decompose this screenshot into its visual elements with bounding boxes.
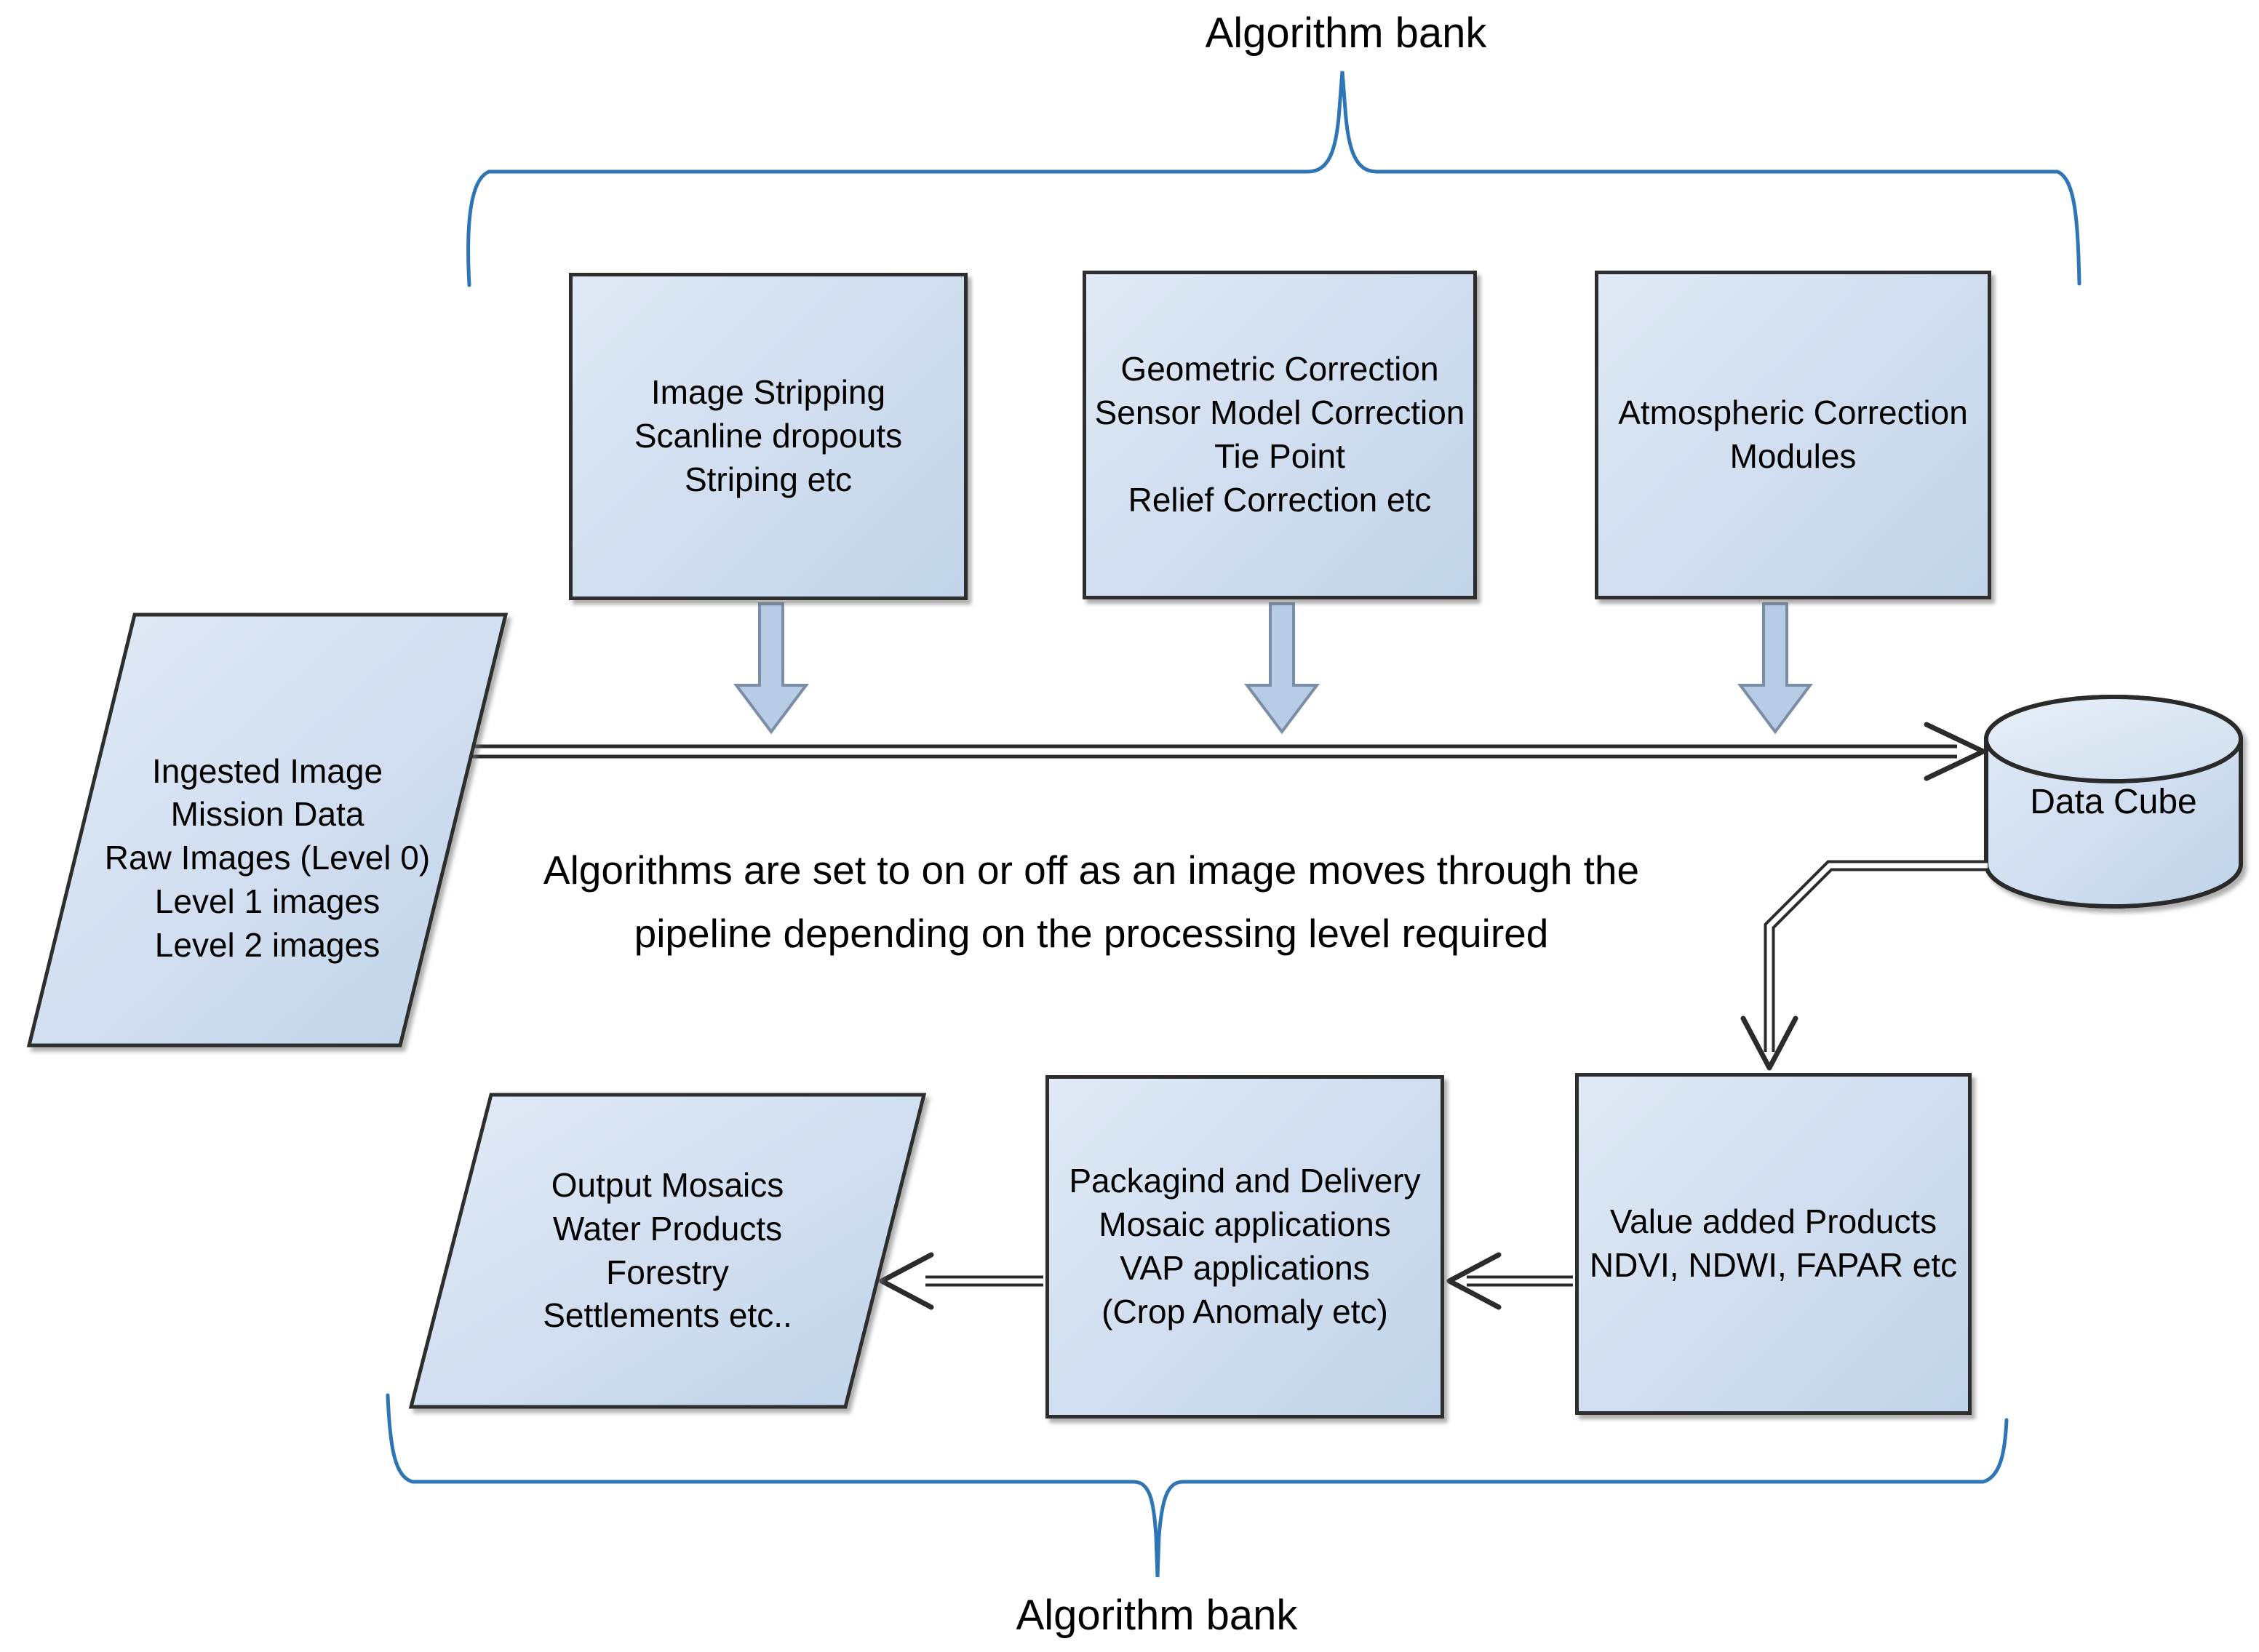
pipeline-connector — [469, 722, 1986, 781]
atmospheric-correction-box-text: Atmospheric Correction Modules — [1618, 394, 1968, 475]
packaging-to-output-connector — [879, 1252, 1043, 1310]
pipeline-note-text: Algorithms are set to on or off as an im… — [543, 847, 1640, 956]
bottom-algorithm-bank-label: Algorithm bank — [1016, 1591, 1298, 1639]
value-added-products-box-text: Value added Products NDVI, NDWI, FAPAR e… — [1589, 1202, 1958, 1284]
pipeline-arrowhead-icon — [1924, 722, 1986, 781]
input-parallelogram-shape — [26, 612, 509, 1048]
down-arrowhead-icon — [1740, 1015, 1798, 1071]
bottom-brace — [386, 1393, 2009, 1578]
value-to-packaging-connector — [1446, 1252, 1573, 1310]
atmospheric-correction-box: Atmospheric Correction Modules — [1595, 271, 1991, 599]
data-cube-label: Data Cube — [2030, 782, 2197, 821]
left-arrowhead-icon — [1446, 1252, 1502, 1310]
geometric-correction-box-text: Geometric Correction Sensor Model Correc… — [1094, 350, 1465, 519]
down-block-arrow-icon — [1244, 602, 1320, 735]
cube-to-value-connector — [1740, 860, 1988, 1071]
down-block-arrow-icon — [733, 602, 809, 735]
algorithm-drop-arrows — [733, 602, 1813, 735]
image-stripping-box: Image Stripping Scanline dropouts Stripi… — [569, 273, 968, 600]
left-arrowhead-icon — [879, 1252, 934, 1310]
input-parallelogram-text: Ingested Image Mission Data Raw Images (… — [104, 751, 431, 964]
down-block-arrow-icon — [1737, 602, 1813, 735]
image-stripping-box-text: Image Stripping Scanline dropouts Stripi… — [634, 373, 903, 498]
geometric-correction-box: Geometric Correction Sensor Model Correc… — [1083, 271, 1477, 599]
top-algorithm-bank-label: Algorithm bank — [1205, 9, 1487, 57]
packaging-delivery-box-text: Packagind and Delivery Mosaic applicatio… — [1069, 1162, 1421, 1330]
value-added-products-box: Value added Products NDVI, NDWI, FAPAR e… — [1575, 1073, 1972, 1415]
output-parallelogram-text: Output Mosaics Water Products Forestry S… — [543, 1165, 792, 1335]
data-cube-shape — [1984, 695, 2243, 909]
packaging-delivery-box: Packagind and Delivery Mosaic applicatio… — [1045, 1075, 1444, 1418]
output-parallelogram-shape — [408, 1093, 927, 1409]
top-brace — [466, 71, 2081, 287]
